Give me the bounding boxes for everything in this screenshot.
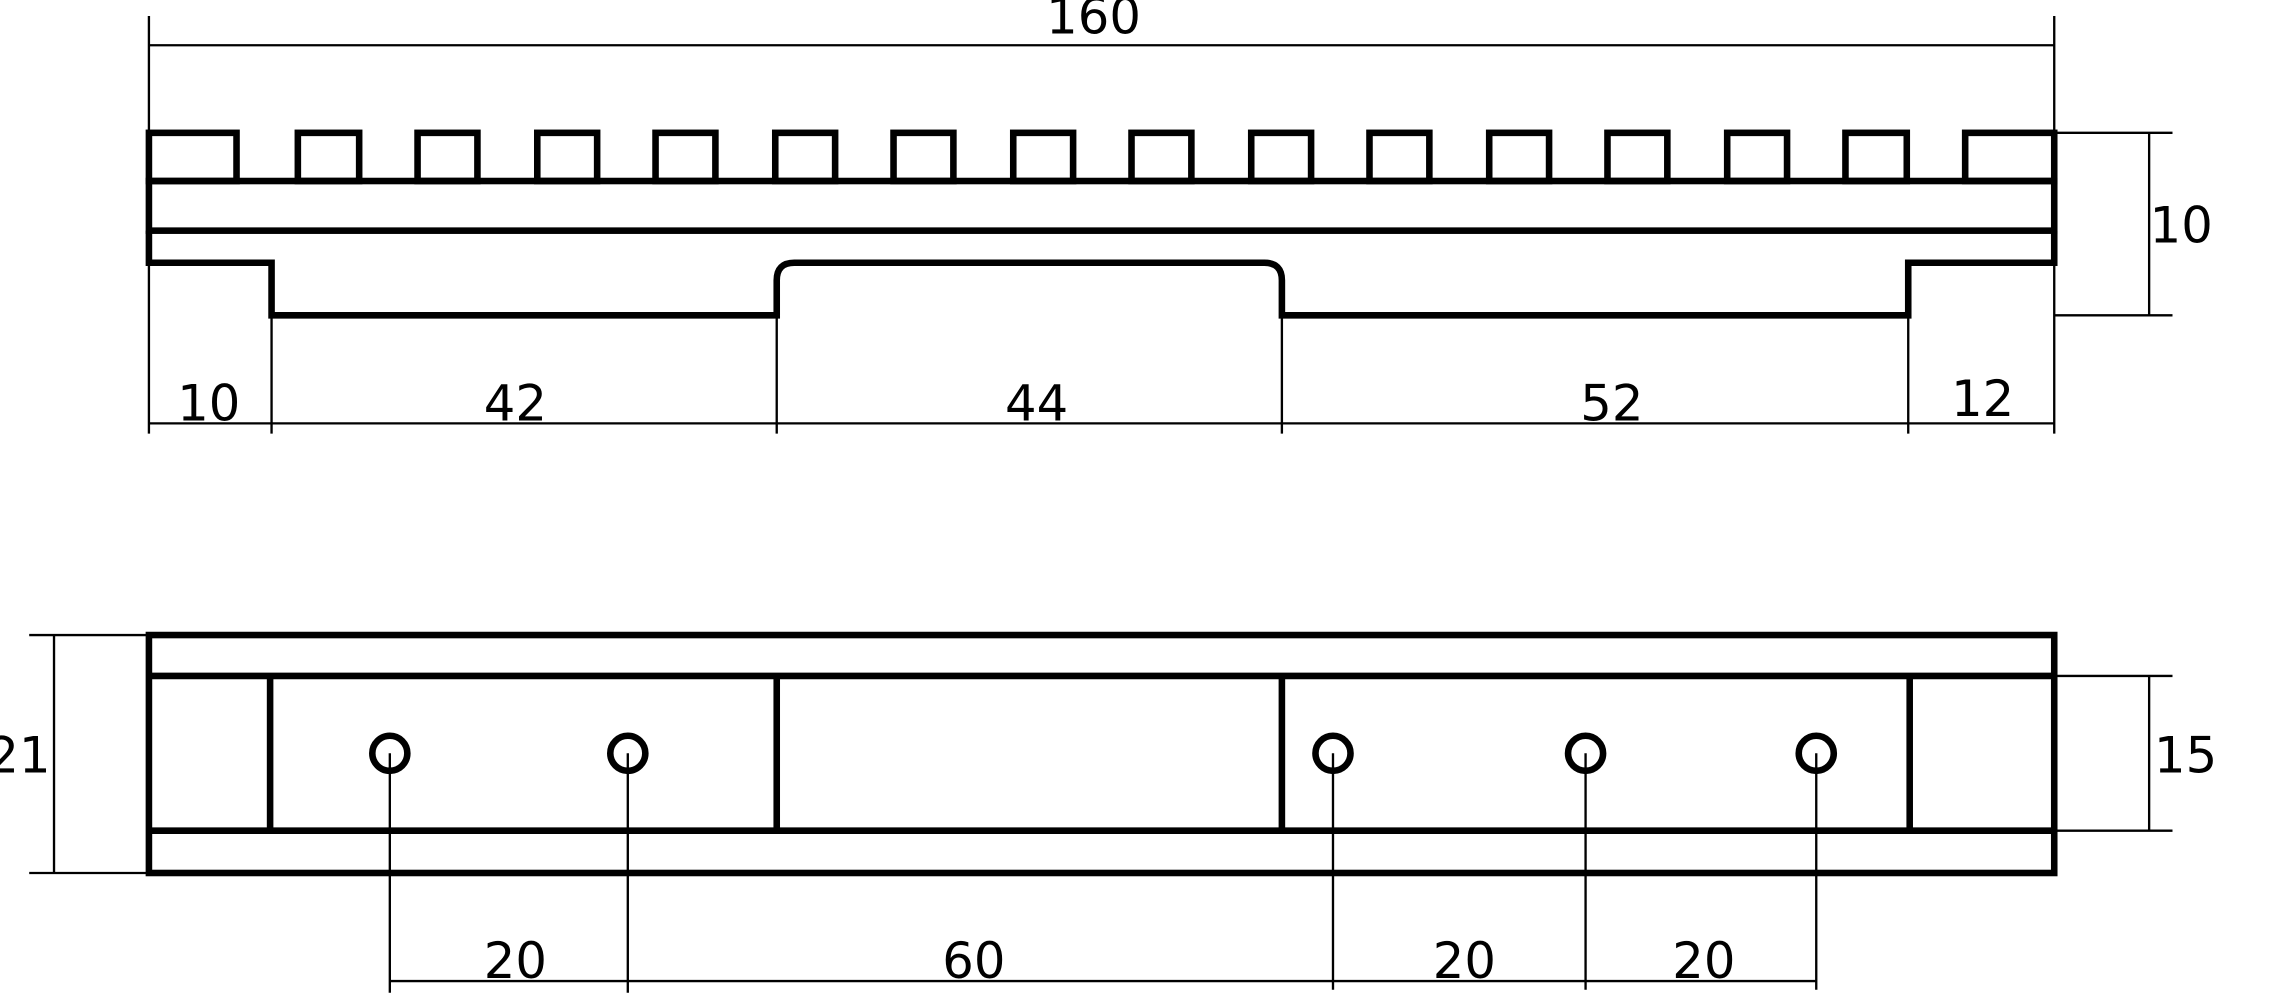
- rail-tooth: [1247, 129, 1315, 185]
- dimension-label: 15: [2154, 726, 2217, 784]
- rail-tooth: [890, 129, 957, 185]
- rail-tooth: [652, 129, 719, 185]
- dimension-height: 10: [2054, 131, 2213, 317]
- dimension-inner-height: 15: [2054, 674, 2217, 832]
- dimension-hole-spacing: 20 60 20 20: [388, 753, 1818, 993]
- dimension-overall-height: 21: [0, 633, 149, 875]
- dimension-label: 20: [484, 932, 547, 990]
- rail-tooth: [1128, 129, 1195, 185]
- rail-tooth: [1723, 129, 1791, 185]
- rail-tooth: [1485, 129, 1553, 185]
- bottom-view: 21 15 20 60 20 20: [0, 631, 2217, 993]
- rail-tooth: [145, 129, 240, 185]
- dimension-label: 60: [942, 932, 1005, 990]
- dimension-label: 10: [177, 374, 240, 432]
- rail-tooth: [414, 129, 481, 185]
- rail-tooth: [1961, 129, 2058, 185]
- dimension-label: 160: [1046, 0, 1141, 46]
- rail-teeth: [145, 129, 2058, 185]
- dimension-label: 21: [0, 726, 51, 784]
- dimension-label: 42: [484, 374, 547, 432]
- top-view: 160 10 10 42 44 52 12: [145, 0, 2213, 434]
- rail-tooth: [1009, 129, 1077, 185]
- rail-tooth: [1366, 129, 1433, 185]
- rail-tooth: [1842, 129, 1911, 185]
- rail-base-profile: [145, 230, 2058, 319]
- mounting-holes: [369, 732, 1838, 775]
- dimension-segments: 10 42 44 52 12: [147, 262, 2056, 434]
- rail-tooth: [771, 129, 839, 185]
- dimension-label: 12: [1951, 370, 2014, 428]
- dimension-label: 52: [1580, 374, 1643, 432]
- dimension-overall-length: 160: [147, 0, 2056, 133]
- rail-tooth: [533, 129, 601, 185]
- dimension-label: 10: [2150, 196, 2213, 254]
- dimension-label: 20: [1433, 932, 1496, 990]
- rail-tooth: [1604, 129, 1671, 185]
- base-outline: [145, 631, 2058, 877]
- dimension-label: 44: [1005, 374, 1068, 432]
- dimension-label: 20: [1672, 932, 1735, 990]
- rail-upper-band: [145, 177, 2058, 234]
- rail-tooth: [294, 129, 363, 185]
